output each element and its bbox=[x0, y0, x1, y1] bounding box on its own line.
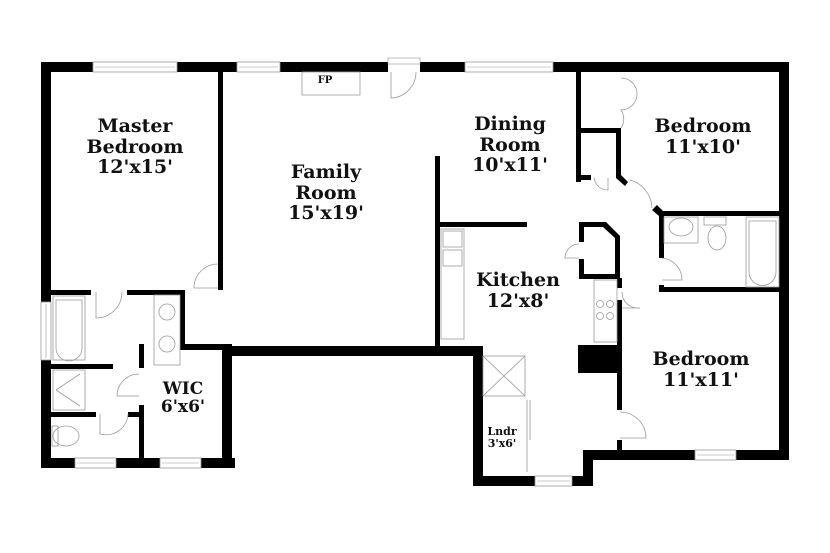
exterior-walls bbox=[41, 62, 789, 486]
room-label-master-bedroom: Master Bedroom 12'x15' bbox=[87, 116, 184, 178]
doors bbox=[95, 57, 683, 472]
room-label-kitchen: Kitchen 12'x8' bbox=[476, 270, 560, 311]
room-size: 12'x15' bbox=[97, 156, 173, 179]
room-name: Lndr bbox=[487, 425, 517, 438]
room-name: Master bbox=[97, 115, 173, 137]
room-size: 6'x6' bbox=[160, 397, 206, 418]
room-name: Room bbox=[295, 181, 357, 204]
room-name: Bedroom bbox=[652, 348, 750, 370]
room-name: Bedroom bbox=[86, 135, 184, 158]
fireplace-text: FP bbox=[317, 75, 333, 86]
interior-walls bbox=[51, 72, 784, 460]
fixtures bbox=[51, 71, 780, 447]
room-label-bedroom-2: Bedroom 11'x10' bbox=[655, 116, 752, 157]
room-size: 3'x6' bbox=[487, 436, 517, 450]
room-size: 11'x10' bbox=[665, 135, 741, 158]
room-size: 12'x8' bbox=[486, 289, 550, 312]
windows bbox=[40, 61, 737, 487]
room-name: Bedroom bbox=[654, 115, 752, 137]
room-label-bedroom-3: Bedroom 11'x11' bbox=[653, 349, 750, 390]
room-label-wic: WIC 6'x6' bbox=[161, 380, 205, 417]
room-name: Dining bbox=[474, 113, 546, 135]
room-label-dining-room: Dining Room 10'x11' bbox=[472, 114, 548, 176]
room-name: WIC bbox=[162, 379, 204, 399]
room-size: 11'x11' bbox=[663, 368, 739, 391]
room-label-laundry: Lndr 3'x6' bbox=[487, 426, 516, 450]
fireplace-label: FP bbox=[317, 75, 333, 87]
room-name: Room bbox=[479, 133, 541, 156]
room-size: 10'x11' bbox=[472, 154, 548, 177]
room-size: 15'x19' bbox=[288, 202, 364, 225]
room-label-family-room: Family Room 15'x19' bbox=[288, 162, 364, 224]
room-name: Family bbox=[290, 161, 362, 183]
room-name: Kitchen bbox=[476, 269, 560, 291]
